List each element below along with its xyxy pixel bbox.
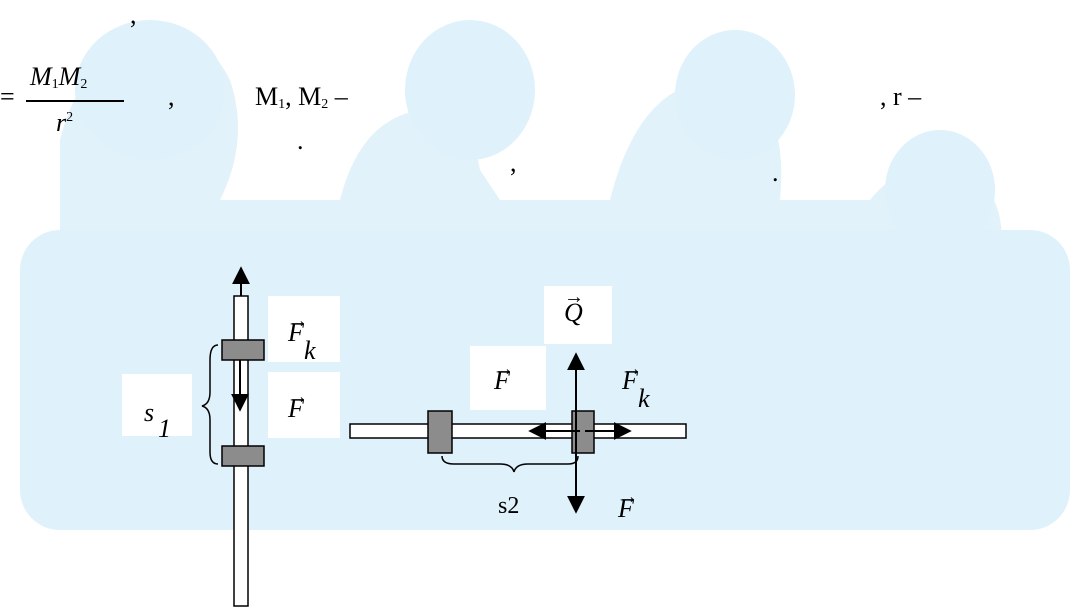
fraction-bar: [26, 100, 124, 102]
equals-sign: =: [0, 82, 15, 111]
top-comma: ,: [130, 0, 137, 29]
comma-2: ,: [510, 148, 517, 177]
lower-block: [221, 445, 265, 467]
masses-description: M1, M2 –: [255, 82, 348, 112]
upper-block: [221, 339, 265, 361]
label-f-middle: → F: [470, 346, 546, 410]
label-fk-left: → F k: [268, 296, 340, 365]
formula-denominator: r2: [56, 108, 74, 137]
label-fk-right: → F k: [622, 358, 650, 413]
horizontal-rod: [349, 423, 687, 439]
label-f-left: → F: [268, 372, 340, 438]
label-f-bottom: → F: [618, 486, 638, 523]
label-s2: s2: [498, 493, 520, 519]
formula-numerator: M1M2: [30, 62, 88, 92]
s2-brace: [441, 455, 579, 473]
period-2: .: [772, 158, 779, 187]
r-description: , r –: [880, 82, 922, 111]
label-q: → Q: [544, 286, 612, 344]
s1-brace: [201, 344, 219, 465]
comma-after-formula: ,: [168, 82, 175, 111]
left-block: [427, 410, 453, 454]
period-1: .: [297, 126, 304, 155]
label-s1: s 1: [122, 374, 192, 443]
